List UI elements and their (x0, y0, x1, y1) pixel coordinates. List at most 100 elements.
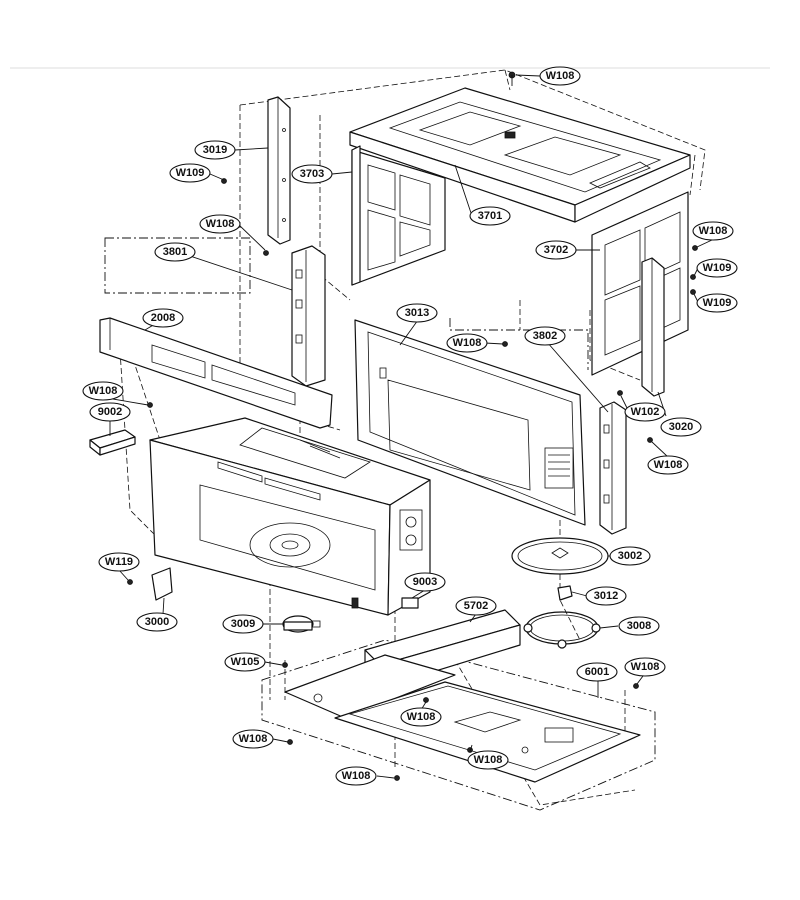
base-plate-6001 (284, 654, 641, 783)
callout-3000: 3000 (136, 612, 178, 632)
kit-box-3802 (449, 318, 589, 370)
side-panel-3702 (591, 191, 689, 376)
callout-w108-base-right: W108 (624, 657, 666, 677)
callout-label: W108 (89, 385, 118, 397)
callout-w105: W105 (224, 652, 266, 672)
callout-label: 3801 (163, 246, 187, 258)
callout-5702: 5702 (455, 596, 497, 616)
callout-label: W109 (176, 167, 205, 179)
callout-w102: W102 (624, 402, 666, 422)
callout-w108-base-mid: W108 (467, 750, 509, 770)
callout-label: W109 (703, 262, 732, 274)
door-frame-3013 (354, 319, 586, 526)
callout-w108-door: W108 (446, 333, 488, 353)
callout-label: 3020 (669, 421, 693, 433)
callout-label: W108 (654, 459, 683, 471)
callout-w109-right-1: W109 (696, 258, 738, 278)
callout-3002: 3002 (609, 546, 651, 566)
callout-label: 9003 (413, 576, 437, 588)
callout-9002: 9002 (89, 402, 131, 422)
screw-icon (282, 662, 288, 668)
screw-icon (508, 71, 516, 86)
screw-icon (287, 739, 293, 745)
roller-ring-3008 (523, 611, 601, 649)
screw-icon (647, 437, 653, 443)
callout-6001: 6001 (576, 662, 618, 682)
callout-label: W108 (699, 225, 728, 237)
screw-icon (690, 289, 696, 295)
callout-3702: 3702 (535, 240, 577, 260)
callout-label: W108 (239, 733, 268, 745)
callout-label: W102 (631, 406, 660, 418)
callout-w108-base-center: W108 (400, 707, 442, 727)
part-9003 (401, 597, 419, 609)
strip-3802 (599, 401, 627, 535)
part-9002 (89, 429, 136, 456)
callout-3801: 3801 (154, 242, 196, 262)
callout-3703: 3703 (291, 164, 333, 184)
callout-w108-top: W108 (539, 66, 581, 86)
screw-icon (147, 402, 153, 408)
screw-icon (633, 683, 639, 689)
kit-box-3801 (104, 237, 251, 294)
callout-3020: 3020 (660, 417, 702, 437)
callout-w108-bottom: W108 (335, 766, 377, 786)
callout-label: 3009 (231, 618, 255, 630)
callout-label: 3002 (618, 550, 642, 562)
callout-label: 3701 (478, 210, 502, 222)
callout-label: W119 (105, 556, 133, 568)
screw-icon (692, 245, 698, 251)
callout-9003: 9003 (404, 572, 446, 592)
callout-w109-right-2: W109 (696, 293, 738, 313)
callout-label: 6001 (585, 666, 609, 678)
callout-label: W108 (474, 754, 503, 766)
callout-w119: W119 (98, 552, 140, 572)
callout-label: W108 (453, 337, 482, 349)
callout-3701: 3701 (469, 206, 511, 226)
callout-label: W108 (546, 70, 575, 82)
callout-2008: 2008 (142, 308, 184, 328)
screw-icon (263, 250, 269, 256)
motor-3009 (282, 615, 321, 633)
callout-3009: 3009 (222, 614, 264, 634)
callout-label: W109 (703, 297, 732, 309)
coupler-3012 (557, 585, 573, 601)
callout-3008: 3008 (618, 616, 660, 636)
callout-w108-right-2: W108 (647, 455, 689, 475)
callout-label: 3703 (300, 168, 324, 180)
callout-label: W108 (206, 218, 235, 230)
callout-label: W108 (407, 711, 436, 723)
callout-label: 3013 (405, 307, 429, 319)
callout-w108-upper-left: W108 (199, 214, 241, 234)
bracket-3020 (641, 257, 665, 397)
callout-label: 3802 (533, 330, 557, 342)
callout-label: 2008 (151, 312, 175, 324)
callout-3802: 3802 (524, 326, 566, 346)
callout-label: 3000 (145, 616, 169, 628)
callout-w108-left-mid: W108 (82, 381, 124, 401)
screw-icon (423, 697, 429, 703)
callout-3019: 3019 (194, 140, 236, 160)
callout-label: W108 (342, 770, 371, 782)
callout-3013: 3013 (396, 303, 438, 323)
strip-3801 (291, 245, 326, 387)
plate-3000 (151, 567, 173, 601)
glass-tray-3002 (511, 537, 609, 575)
callout-label: 3702 (544, 244, 568, 256)
callout-w109-left: W109 (169, 163, 211, 183)
bracket-3019 (267, 96, 291, 245)
callout-3012: 3012 (585, 586, 627, 606)
kit-box-6001 (261, 639, 656, 811)
callout-label: W108 (631, 661, 660, 673)
callout-w108-right-1: W108 (692, 221, 734, 241)
callout-w108-base-left: W108 (232, 729, 274, 749)
screw-icon (127, 579, 133, 585)
side-panel-3703 (351, 145, 446, 286)
callout-label: 3008 (627, 620, 651, 632)
callout-label: 5702 (464, 600, 488, 612)
top-cabinet-3701 (349, 87, 691, 223)
callout-label: 9002 (98, 406, 122, 418)
screw-icon (502, 341, 508, 347)
callout-label: 3012 (594, 590, 618, 602)
